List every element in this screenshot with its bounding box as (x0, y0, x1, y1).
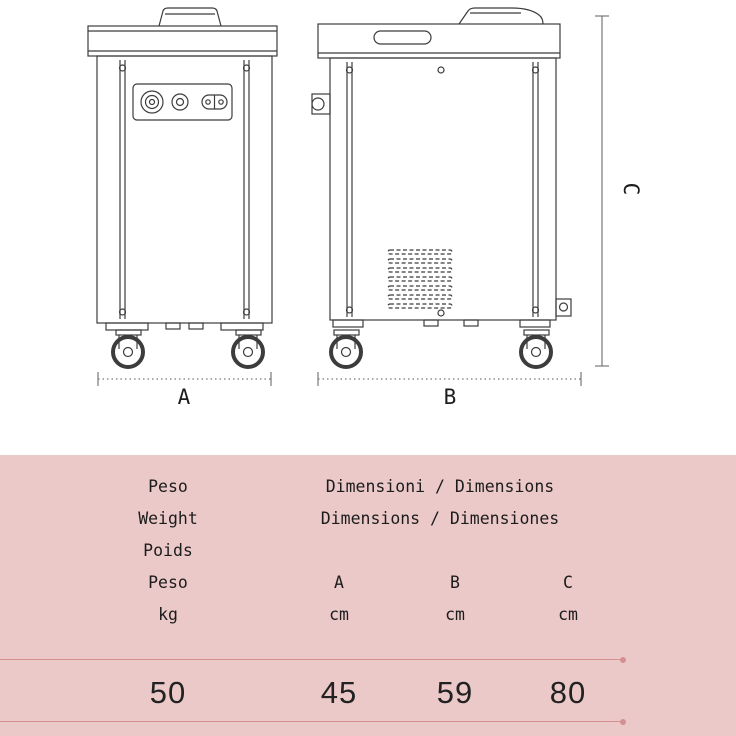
machine-line-drawing: A B C (87, 7, 643, 409)
dimension-lines (97, 15, 609, 386)
column-a-label: A (334, 573, 344, 592)
dim-a-label: A (178, 385, 191, 409)
divider-end-dot (620, 718, 626, 725)
divider-end-dot (620, 656, 626, 663)
column-b-header: B cm (415, 567, 495, 631)
spec-table: Peso Weight Poids Peso kg Dimensioni / D… (0, 455, 736, 736)
column-b-unit: cm (445, 605, 465, 624)
caster-wheel (329, 329, 363, 369)
vent-grille (387, 249, 453, 309)
side-connector (311, 93, 331, 115)
weight-header: Peso Weight Poids Peso kg (88, 471, 248, 631)
column-c-header: C cm (528, 567, 608, 631)
table-divider-top (0, 656, 626, 663)
dimension-b-value: 59 (436, 675, 474, 710)
dimension-c-value: 80 (549, 675, 587, 710)
weight-unit-label: kg (158, 605, 178, 624)
dimension-a-value: 45 (320, 675, 358, 710)
weight-header-line: Poids (143, 541, 193, 560)
dim-c-label: C (619, 183, 643, 196)
table-divider-bottom (0, 718, 626, 725)
caster-wheel (111, 329, 145, 369)
caster-wheel (519, 329, 553, 369)
dimensions-header: Dimensioni / Dimensions Dimensions / Dim… (250, 471, 630, 535)
technical-drawing-area: A B C (87, 7, 643, 409)
front-view (87, 7, 278, 369)
dimensions-header-line: Dimensioni / Dimensions (325, 477, 555, 496)
caster-wheel (231, 329, 265, 369)
column-a-header: A cm (299, 567, 379, 631)
column-a-unit: cm (329, 605, 349, 624)
weight-header-line: Peso (148, 477, 188, 496)
weight-header-line: Peso (148, 573, 188, 592)
control-panel (132, 83, 233, 121)
column-b-label: B (450, 573, 460, 592)
column-c-unit: cm (558, 605, 578, 624)
side-view (311, 7, 572, 369)
weight-value: 50 (149, 675, 187, 710)
dim-b-label: B (444, 385, 457, 409)
dimensions-header-line: Dimensions / Dimensiones (320, 509, 560, 528)
weight-header-line: Weight (138, 509, 198, 528)
column-c-label: C (563, 573, 573, 592)
